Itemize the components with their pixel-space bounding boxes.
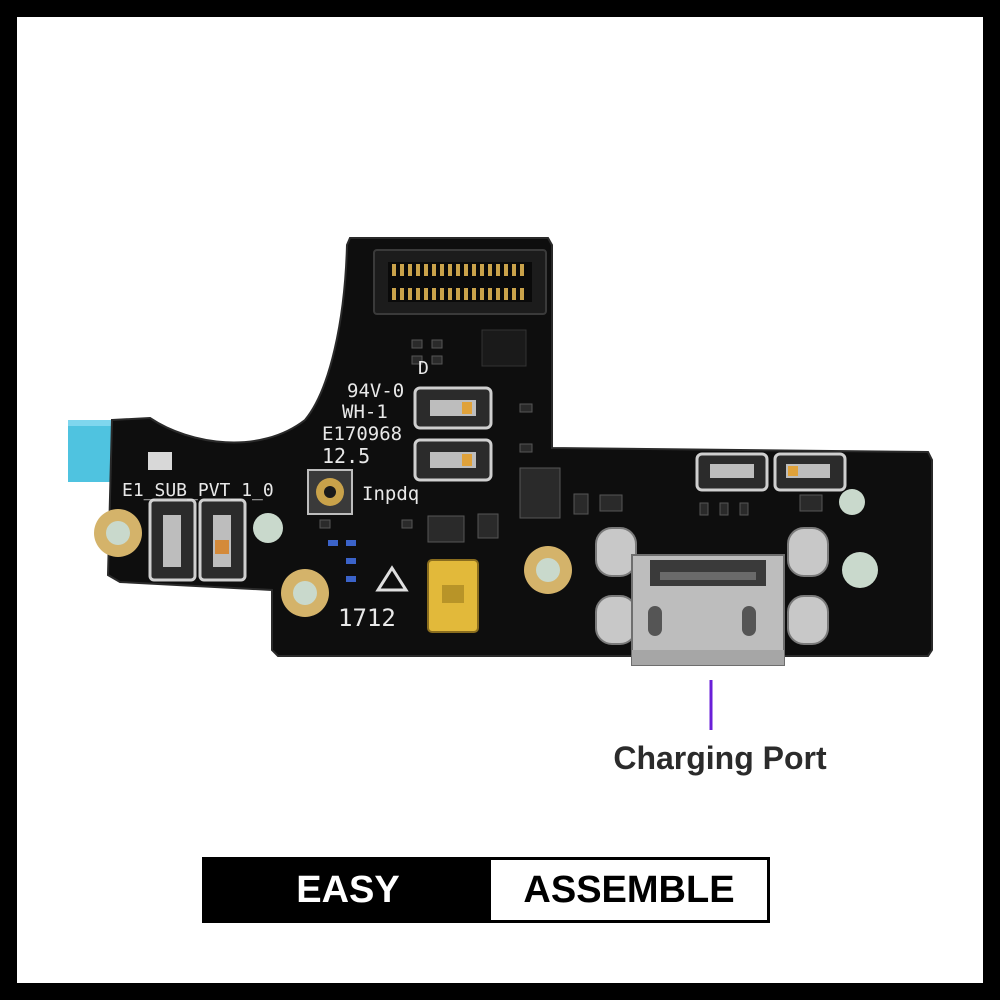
flex-ribbon-edge xyxy=(68,420,128,426)
charging-port xyxy=(595,527,829,666)
easy-assemble-banner: EASY ASSEMBLE xyxy=(202,857,770,923)
silk-date-code: 1712 xyxy=(338,604,396,632)
silk-maker: Inpdq xyxy=(362,483,419,505)
silk-file-no: E170968 xyxy=(322,423,402,445)
sensor-pads xyxy=(148,386,847,582)
silk-version: 12.5 xyxy=(322,444,370,468)
smd-components xyxy=(319,339,823,543)
ic-chip xyxy=(481,329,527,367)
microphone xyxy=(427,559,479,633)
silk-ul-mark: D xyxy=(418,358,429,379)
mounting-holes xyxy=(94,489,878,617)
banner-right-text: ASSEMBLE xyxy=(491,860,767,920)
banner-left-text: EASY xyxy=(205,860,491,920)
silk-code: WH-1 xyxy=(342,401,388,423)
charging-port-label: Charging Port xyxy=(613,740,827,776)
silk-rating: 94V-0 xyxy=(347,380,404,402)
blue-caps xyxy=(328,540,356,582)
antenna-connector xyxy=(307,469,353,515)
logo-triangle xyxy=(375,565,409,592)
silk-board-id: E1_SUB_PVT_1_0 xyxy=(122,480,274,501)
btb-connector-pins xyxy=(392,264,524,300)
